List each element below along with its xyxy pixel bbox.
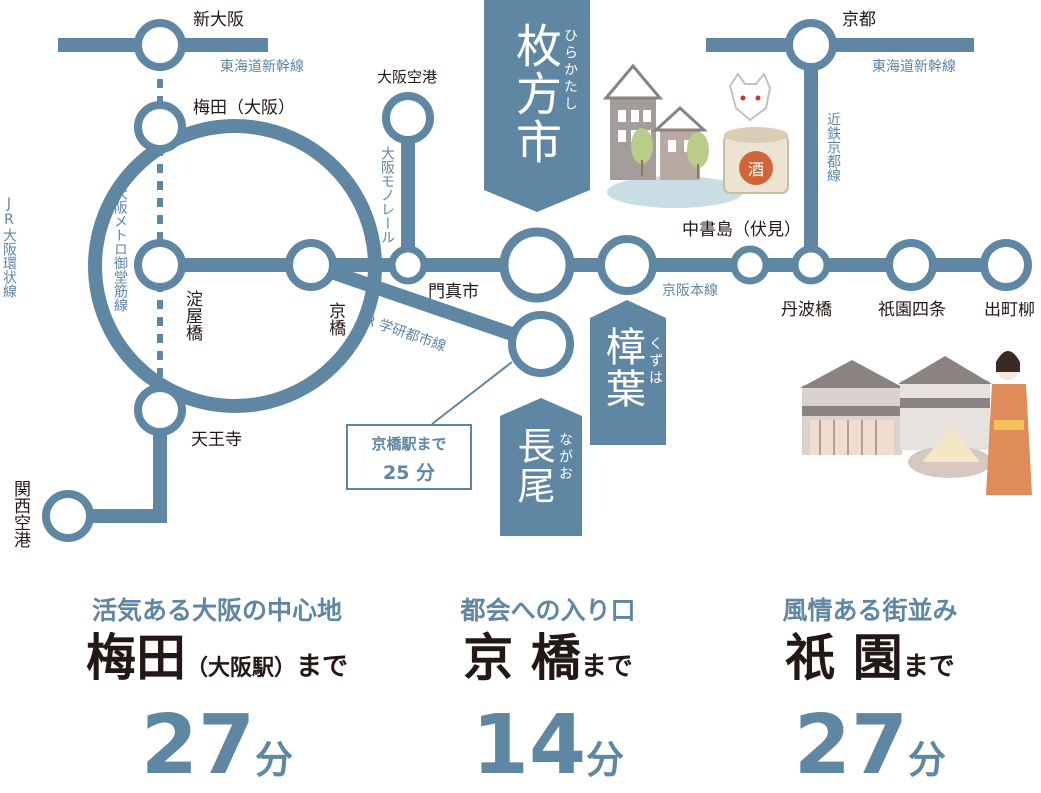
kuzuha-reading: くずは: [647, 336, 663, 387]
label-kyobashi: 京橋: [325, 302, 345, 336]
label-demachiyanagi: 出町柳: [984, 302, 1035, 319]
callout-line1: 京橋駅まで: [371, 435, 447, 453]
info-gion-minutes: 27: [793, 698, 909, 793]
label-yodoyabashi: 淀屋橋: [182, 290, 202, 341]
info-umeda-unit: 分: [255, 738, 294, 782]
info-kyobashi-unit: 分: [586, 738, 625, 782]
station-demachiyanagi: [980, 239, 1032, 291]
label-kadoma: 門真市: [428, 282, 479, 302]
station-tennoji: [134, 384, 186, 436]
info-gion-destination: 祇 園まで: [700, 633, 1040, 683]
station-kansai-airport: [42, 490, 94, 542]
info-umeda: 活気ある大阪の中心地 梅田（大阪駅）まで 27分: [47, 598, 387, 787]
hirakata-name: 枚方市: [509, 22, 563, 166]
info-kyobashi-made: まで: [580, 652, 633, 682]
label-gion-shijo: 祇園四条: [878, 300, 946, 320]
station-gion-shijo: [885, 239, 937, 291]
label-shin-osaka: 新大阪: [193, 10, 244, 30]
label-kansai-airport: 関西空港: [10, 480, 30, 548]
info-kyobashi-minutes: 14: [471, 698, 587, 793]
kuzuha-banner: [590, 300, 666, 445]
label-shinkansen-right: 東海道新幹線: [872, 59, 956, 75]
info-gion-tagline: 風情ある街並み: [782, 596, 958, 625]
nagao-name: 長尾: [511, 426, 555, 506]
label-monorail: 大阪モノレール: [379, 146, 395, 244]
nagao-reading: ながお: [557, 432, 573, 483]
gakkentoshi-line: [308, 258, 544, 351]
label-kintetsu: 近鉄京都線: [825, 112, 841, 182]
hirakata-banner: [484, 0, 590, 212]
info-gion-time: 27分: [700, 705, 1040, 787]
label-osaka-airport: 大阪空港: [377, 68, 438, 86]
info-gion: 風情ある街並み 祇 園まで 27分: [700, 598, 1040, 787]
station-tambabashi: [791, 245, 831, 285]
info-gion-made: まで: [902, 652, 955, 682]
station-nagao: [508, 311, 574, 377]
station-kadoma: [388, 245, 428, 285]
info-gion-unit: 分: [908, 738, 947, 782]
hirakata-illustration: 酒: [602, 63, 789, 208]
info-umeda-time: 27分: [47, 705, 387, 787]
station-kuzuha: [597, 235, 657, 295]
info-umeda-tagline: 活気ある大阪の中心地: [91, 596, 342, 625]
label-osaka-loop: JR大阪環状線: [1, 196, 17, 298]
label-tennoji: 天王寺: [191, 430, 242, 450]
label-umeda: 梅田（大阪）: [193, 98, 295, 118]
label-keihan: 京阪本線: [662, 283, 718, 299]
label-kyoto: 京都: [842, 10, 876, 30]
info-kyobashi-tagline: 都会への入り口: [460, 596, 636, 625]
info-umeda-made: まで: [296, 652, 349, 682]
station-chushojima: [730, 245, 770, 285]
info-umeda-dest-note: （大阪駅）: [185, 656, 296, 681]
nagao-banner: [500, 398, 582, 536]
info-umeda-minutes: 27: [140, 698, 256, 793]
sake-label: 酒: [748, 160, 764, 179]
hirakata-reading: ひらかたし: [562, 28, 578, 113]
callout-pointer: [431, 361, 513, 425]
station-yodoyabashi: [134, 239, 186, 291]
info-gion-dest-name: 祇 園: [785, 629, 903, 687]
station-kyoto: [785, 19, 837, 71]
kyobashi-time-callout: 京橋駅まで 25 分: [346, 424, 472, 490]
gion-illustration: [800, 351, 1032, 495]
info-kyobashi-dest-name: 京 橋: [463, 629, 581, 687]
info-kyobashi: 都会への入り口 京 橋まで 14分: [378, 598, 718, 787]
kansai-airport-line: [68, 410, 167, 523]
station-hirakata: [499, 227, 575, 303]
kuzuha-name: 樟葉: [599, 326, 645, 410]
label-midosuji: 大阪メトロ御堂筋線: [112, 186, 128, 312]
label-shinkansen-left: 東海道新幹線: [220, 59, 304, 75]
station-shin-osaka: [134, 19, 186, 71]
label-chushojima: 中書島（伏見）: [682, 220, 801, 240]
station-osaka-airport: [382, 92, 434, 144]
info-kyobashi-destination: 京 橋まで: [378, 633, 718, 683]
info-kyobashi-time: 14分: [378, 705, 718, 787]
info-umeda-destination: 梅田（大阪駅）まで: [47, 633, 387, 683]
station-kyobashi: [285, 239, 337, 291]
callout-line2: 25 分: [382, 462, 436, 484]
station-umeda: [134, 101, 186, 153]
label-tambabashi: 丹波橋: [781, 300, 832, 320]
info-umeda-dest-name: 梅田: [85, 629, 186, 687]
